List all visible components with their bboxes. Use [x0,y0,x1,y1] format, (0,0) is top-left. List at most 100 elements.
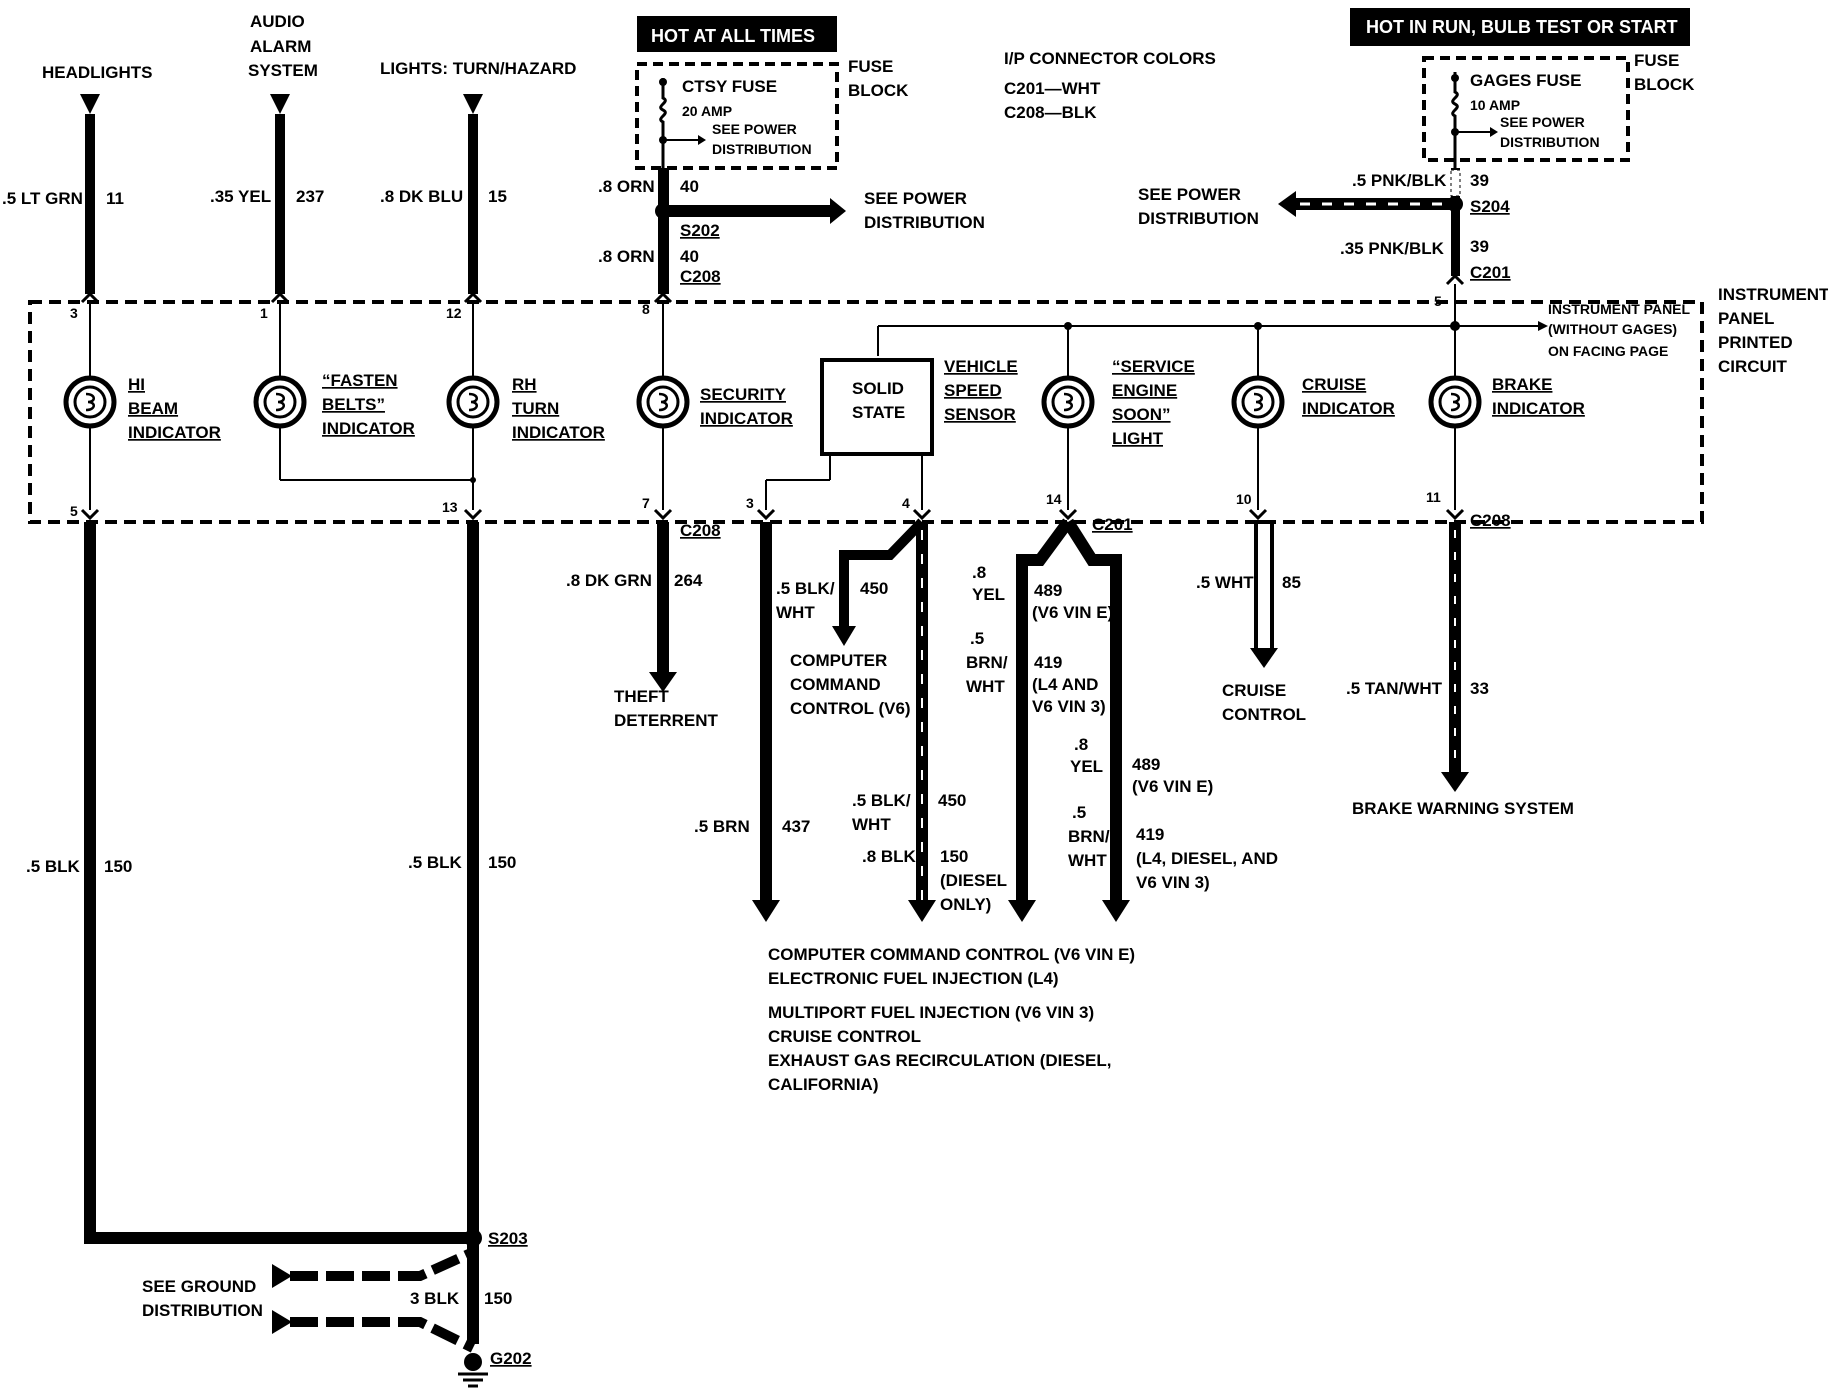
dest-list-6: CALIFORNIA) [768,1075,878,1094]
w419b-circuit: 419 [1136,825,1164,844]
ground-icon [464,1353,482,1371]
panel-label-4: CIRCUIT [1718,357,1788,376]
wire-150-bottom [84,1232,476,1244]
brake-1: BRAKE [1492,375,1552,394]
connector-c208: C208—BLK [1004,103,1097,122]
theft-1: THEFT [614,687,669,706]
pin-5: 5 [70,503,78,519]
w489a-circuit: 489 [1034,581,1062,600]
w39a-circuit: 39 [1470,171,1489,190]
wire-15 [468,114,478,294]
brake-dest: BRAKE WARNING SYSTEM [1352,799,1574,818]
w489b-circuit: 489 [1132,755,1160,774]
dest-list-2: ELECTRONIC FUEL INJECTION (L4) [768,969,1059,988]
w419a-note-2: V6 VIN 3) [1032,697,1106,716]
rh-turn-3: INDICATOR [512,423,605,442]
w150a-circuit: 150 [104,857,132,876]
ctsy-fuse-name: CTSY FUSE [682,77,777,96]
lights-arrow-icon [463,94,483,114]
panel-note-2: (WITHOUT GAGES) [1548,321,1677,337]
w450a-g1: .5 BLK/ [776,579,835,598]
ccc-1: COMPUTER [790,651,887,670]
w40a-circuit: 40 [680,177,699,196]
audio-label-2: ALARM [250,37,311,56]
security-2: INDICATOR [700,409,793,428]
w489b-g1: .8 [1074,735,1088,754]
pin-1: 1 [260,305,268,321]
pin-7: 7 [642,495,650,511]
w39b-gauge: .35 PNK/BLK [1340,239,1445,258]
fuse-label-1: FUSE [848,57,893,76]
dest-list-3: MULTIPORT FUEL INJECTION (V6 VIN 3) [768,1003,1094,1022]
w15-gauge: .8 DK BLU [380,187,463,206]
w419b-g2: BRN/ [1068,827,1110,846]
w450a-g2: WHT [776,603,815,622]
hi-beam-3: INDICATOR [128,423,221,442]
theft-arrow-icon [649,672,677,692]
pin-11: 11 [1426,489,1441,505]
pin-4: 4 [902,495,910,511]
fuse-label-3: FUSE [1634,51,1679,70]
cruise-dest-2: CONTROL [1222,705,1306,724]
panel-label-2: PANEL [1718,309,1774,328]
w237-circuit: 237 [296,187,324,206]
pin-12: 12 [446,305,462,321]
wire-437 [760,522,772,902]
ground-arrow-1-icon [272,1264,292,1288]
wire-11 [85,114,95,294]
hot-run-box [1350,8,1690,46]
w264-gauge: .8 DK GRN [566,571,652,590]
fasten-3: INDICATOR [322,419,415,438]
ccc-2: COMMAND [790,675,881,694]
pin-3b: 3 [746,495,754,511]
cruise-dest-1: CRUISE [1222,681,1286,700]
pin-14: 14 [1046,491,1062,507]
wire-264 [657,522,669,674]
ground-dist-2: DISTRIBUTION [142,1301,263,1320]
connector-colors-title: I/P CONNECTOR COLORS [1004,49,1216,68]
w489b-note: (V6 VIN E) [1132,777,1213,796]
theft-2: DETERRENT [614,711,719,730]
see-power-3: SEE POWER [1138,185,1241,204]
fasten-belts-bulb-icon [256,378,304,426]
c201b-label: C201 [1092,515,1133,534]
w33-circuit: 33 [1470,679,1489,698]
panel-internal-wires [89,284,1540,510]
pin-3: 3 [70,305,78,321]
fuse-label-4: BLOCK [1634,75,1695,94]
w237-gauge: .35 YEL [210,187,271,206]
w450b-circuit: 450 [938,791,966,810]
hi-beam-1: HI [128,375,145,394]
wire-150-right [467,522,479,1344]
w150d-circuit: 150 [940,847,968,866]
wire-40 [658,168,669,294]
audio-label-3: SYSTEM [248,61,318,80]
ses-1: “SERVICE [1112,357,1195,376]
w489a-g1: .8 [972,563,986,582]
security-1: SECURITY [700,385,787,404]
ccc-3: CONTROL (V6) [790,699,911,718]
gages-fuse-block [1422,56,1630,162]
s204-label: S204 [1470,197,1510,216]
ses-bulb-icon [1044,378,1092,426]
pin-10: 10 [1236,491,1252,507]
pin-8: 8 [642,301,650,317]
c208b-label: C208 [680,521,721,540]
wire-85 [1254,520,1274,654]
solid-state-1: SOLID [852,379,904,398]
s203-label: S203 [488,1229,528,1248]
w150d-note-1: (DIESEL [940,871,1007,890]
w437-gauge: .5 BRN [694,817,750,836]
ctsy-fuse-icon [659,78,667,168]
wire-150-left [84,522,96,1242]
hot-run-label: HOT IN RUN, BULB TEST OR START [1366,17,1678,37]
bottom-connectors [80,508,1465,521]
dest-list-4: CRUISE CONTROL [768,1027,921,1046]
fasten-2: BELTS” [322,395,385,414]
gages-fuse-icon [1451,72,1459,168]
w450a-circuit: 450 [860,579,888,598]
panel-note-1: INSTRUMENT PANEL [1548,301,1691,317]
see-power-1: SEE POWER [864,189,967,208]
